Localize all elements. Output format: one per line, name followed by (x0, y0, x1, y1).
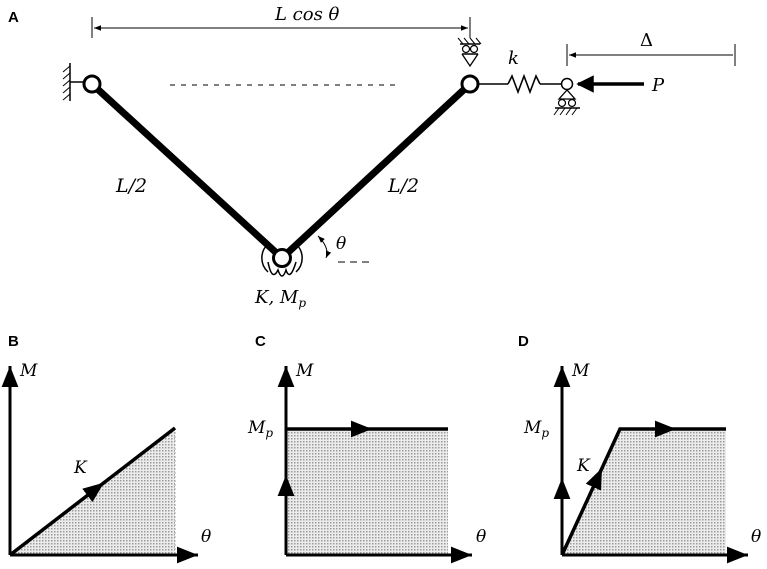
left-bar-label: L/2 (115, 175, 147, 197)
panel-b-x-label: θ (201, 527, 211, 547)
panel-a-letter: A (8, 9, 19, 26)
panel-b-direction-arrow (82, 481, 105, 503)
left-bar (88, 80, 286, 262)
pin-support-left (62, 63, 84, 101)
panel-b-letter: B (8, 333, 19, 350)
panel-c-x-label: θ (476, 527, 486, 547)
panel-c: C M θ Mp (247, 333, 486, 564)
right-bar-label: L/2 (387, 175, 419, 197)
panel-c-level-label: Mp (247, 418, 273, 440)
rotational-spring-icon (261, 243, 303, 277)
right-bar (278, 80, 474, 262)
load-p-label: P (651, 75, 665, 96)
dimension-delta: Δ (566, 30, 736, 66)
angle-theta-label: θ (336, 234, 346, 254)
panel-d-level-label: Mp (523, 418, 549, 440)
hinge-middle (272, 248, 292, 268)
panel-d-y-label: M (571, 361, 590, 381)
panel-b: B M θ K (1, 333, 211, 564)
panel-d-curve (560, 427, 726, 556)
angle-indicator: θ (317, 234, 371, 263)
panel-d-letter: D (518, 333, 529, 350)
panel-d-slope-arrow (585, 467, 604, 491)
roller-support-end (553, 77, 580, 116)
panel-d: D M θ K Mp (518, 333, 761, 564)
panel-d-x-label: θ (751, 527, 761, 547)
axial-spring (478, 73, 562, 95)
dimension-lcos: L cos θ (91, 4, 471, 38)
panel-d-slope-label: K (576, 456, 591, 476)
hinge-label: K, Mp (254, 287, 306, 310)
panel-c-letter: C (255, 333, 266, 350)
dimension-lcos-label: L cos θ (274, 4, 340, 25)
panel-b-y-label: M (19, 361, 38, 381)
dimension-delta-label: Δ (640, 30, 653, 51)
roller-support-top (457, 37, 482, 68)
panel-b-slope-label: K (73, 458, 88, 478)
hinge-left (82, 74, 102, 94)
panel-a: A L cos θ (8, 4, 736, 310)
panel-d-shaded-region (562, 429, 726, 555)
panel-c-shaded-region (286, 429, 448, 555)
hinge-right (460, 74, 480, 94)
spring-k-label: k (508, 48, 519, 69)
panel-c-y-label: M (295, 361, 314, 381)
